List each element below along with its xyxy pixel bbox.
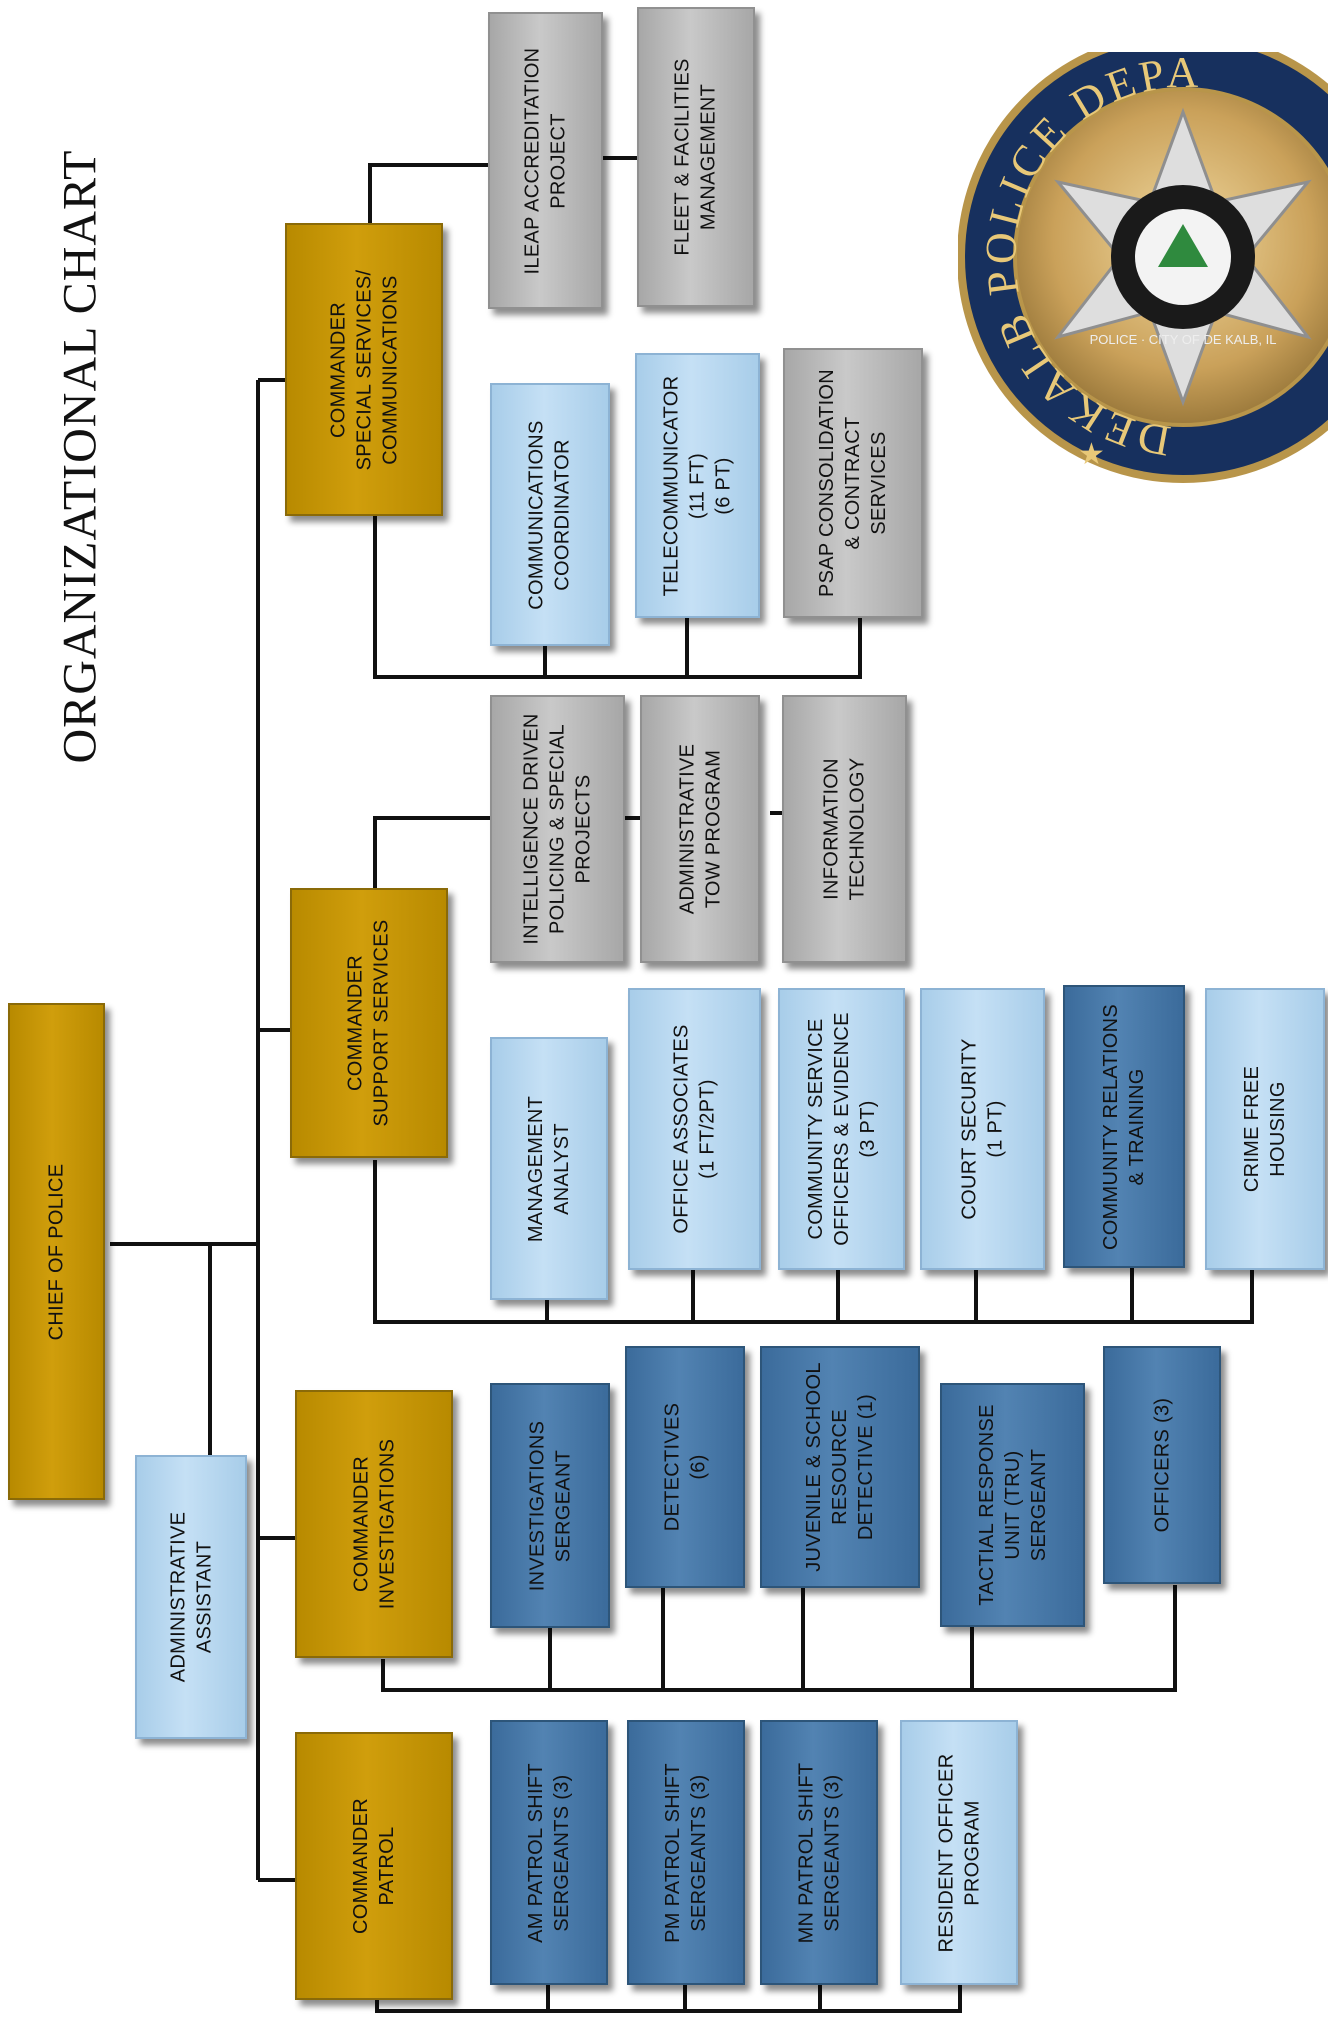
office-associates-box: OFFICE ASSOCIATES (1 FT/2PT) — [628, 988, 761, 1270]
city-emblem-icon — [1158, 224, 1208, 267]
officers-box: OFFICERS (3) — [1103, 1346, 1221, 1584]
police-department-seal: DEKALB POLICE DEPARTMENT ★ ★ POLICE · CI… — [958, 52, 1328, 483]
administrative-assistant-box: ADMINISTRATIVE ASSISTANT — [135, 1455, 247, 1739]
crime-free-housing-box: CRIME FREE HOUSING — [1205, 988, 1325, 1270]
information-technology-box: INFORMATION TECHNOLOGY — [782, 695, 907, 963]
intelligence-driven-policing-box: INTELLIGENCE DRIVEN POLICING & SPECIAL P… — [490, 695, 625, 963]
communications-coordinator-box: COMMUNICATIONS COORDINATOR — [490, 383, 610, 646]
am-patrol-sergeants-box: AM PATROL SHIFT SERGEANTS (3) — [490, 1720, 608, 1985]
telecommunicator-box: TELECOMMUNICATOR (11 FT) (6 PT) — [635, 353, 760, 618]
fleet-facilities-management-box: FLEET & FACILITIES MANAGEMENT — [637, 7, 755, 307]
chief-of-police-box: CHIEF OF POLICE — [8, 1003, 105, 1500]
tactical-response-unit-box: TACTIAL RESPONSE UNIT (TRU) SERGEANT — [940, 1383, 1085, 1627]
svg-text:POLICE · CITY OF DE KALB, IL: POLICE · CITY OF DE KALB, IL — [1090, 332, 1277, 347]
juvenile-school-resource-box: JUVENILE & SCHOOL RESOURCE DETECTIVE (1) — [760, 1346, 920, 1588]
investigations-sergeant-box: INVESTIGATIONS SERGEANT — [490, 1383, 610, 1628]
mn-patrol-sergeants-box: MN PATROL SHIFT SERGEANTS (3) — [760, 1720, 878, 1985]
community-relations-training-box: COMMUNITY RELATIONS & TRAINING — [1063, 985, 1185, 1268]
pm-patrol-sergeants-box: PM PATROL SHIFT SERGEANTS (3) — [627, 1720, 745, 1985]
administrative-tow-program-box: ADMINISTRATIVE TOW PROGRAM — [640, 695, 760, 963]
ileap-accreditation-box: ILEAP ACCREDITATION PROJECT — [488, 12, 603, 309]
commander-special-services-box: COMMANDER SPECIAL SERVICES/ COMMUNICATIO… — [285, 223, 443, 516]
psap-consolidation-box: PSAP CONSOLIDATION & CONTRACT SERVICES — [783, 348, 923, 618]
commander-patrol-box: COMMANDER PATROL — [295, 1732, 453, 2000]
detectives-box: DETECTIVES (6) — [625, 1346, 745, 1588]
commander-investigations-box: COMMANDER INVESTIGATIONS — [295, 1390, 453, 1658]
svg-text:★: ★ — [1078, 438, 1105, 471]
court-security-box: COURT SECURITY (1 PT) — [920, 988, 1045, 1270]
management-analyst-box: MANAGEMENT ANALYST — [490, 1037, 608, 1300]
resident-officer-program-box: RESIDENT OFFICER PROGRAM — [900, 1720, 1018, 1985]
commander-support-services-box: COMMANDER SUPPORT SERVICES — [290, 888, 448, 1158]
community-service-officers-box: COMMUNITY SERVICE OFFICERS & EVIDENCE (3… — [778, 988, 905, 1270]
